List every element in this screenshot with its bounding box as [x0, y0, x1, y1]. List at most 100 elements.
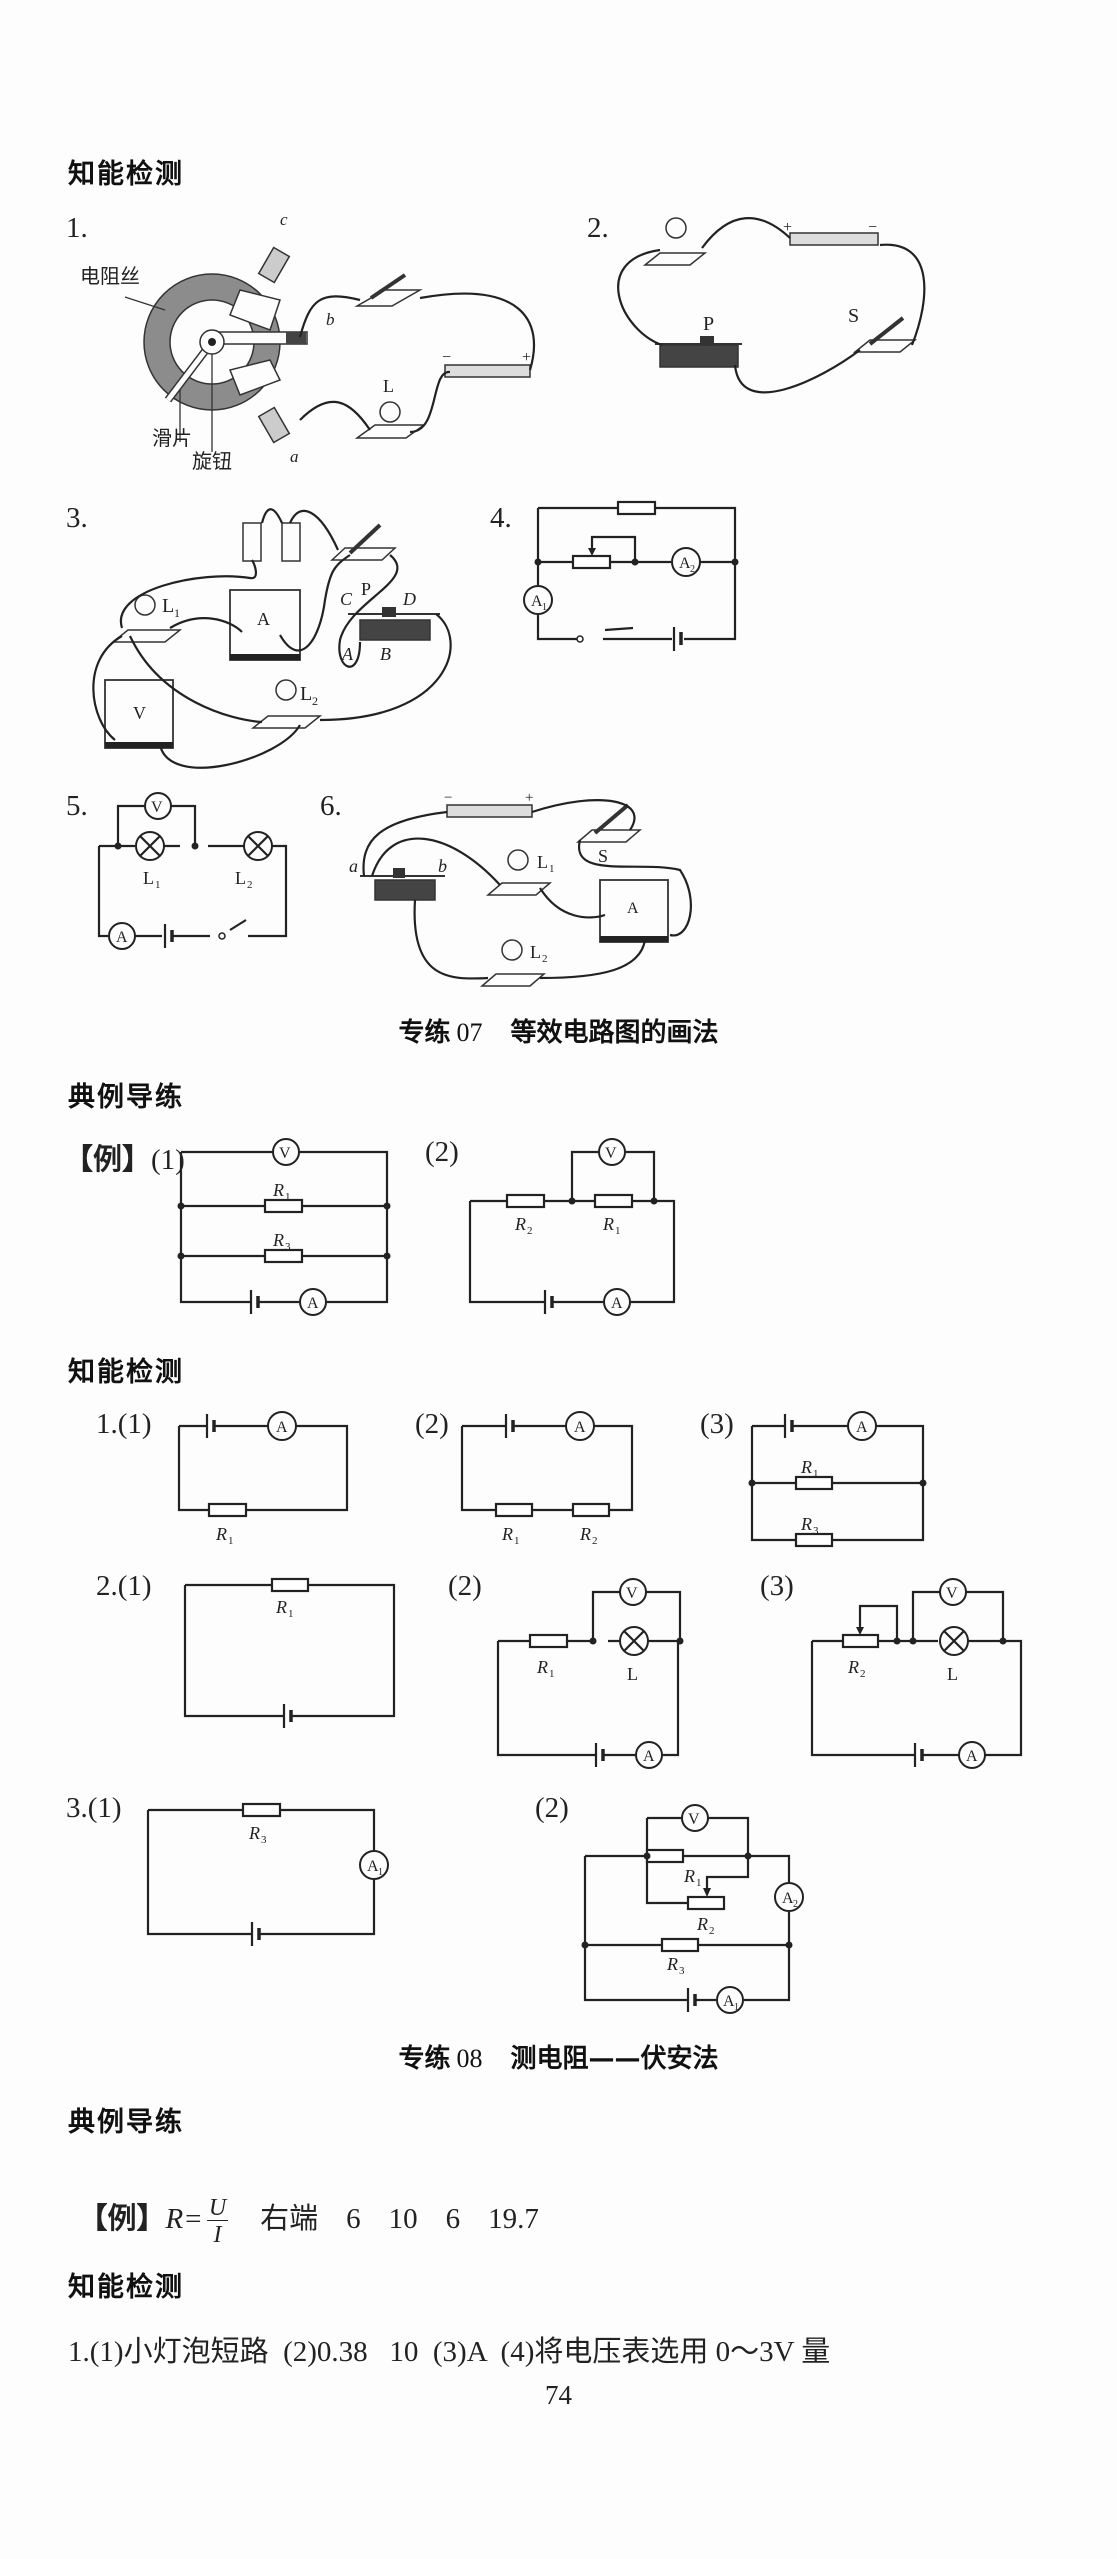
lamp-bulb [665, 217, 687, 239]
question-2-label: 2.(1) [96, 1570, 152, 1602]
voltmeter [619, 1578, 647, 1606]
svg-text:A: A [966, 1748, 978, 1765]
svg-text:2: 2 [709, 1925, 715, 1937]
voltmeter [681, 1804, 709, 1832]
svg-text:1: 1 [549, 863, 555, 875]
svg-text:2: 2 [690, 564, 695, 575]
label-B: B [380, 644, 391, 664]
question-number: 4. [490, 502, 512, 534]
ammeter-a2 [774, 1882, 804, 1912]
label-slider: 滑片 [152, 427, 192, 450]
lamp-board-l2 [479, 973, 547, 987]
ammeter [599, 879, 669, 943]
svg-text:A: A [531, 593, 543, 610]
svg-text:A: A [307, 1295, 319, 1312]
label-knob: 旋钮 [192, 450, 232, 473]
question-number: 6. [320, 790, 342, 822]
svg-text:L: L [235, 868, 246, 888]
q3-dual-lamp-circuit-figure: L 1 L 2 A V C P D A B [92, 508, 452, 769]
svg-text:A: A [116, 929, 128, 946]
svg-text:L: L [947, 1664, 958, 1684]
svg-text:b: b [438, 856, 447, 876]
svg-text:L: L [537, 852, 548, 872]
ammeter [229, 589, 301, 661]
voltmeter [272, 1138, 300, 1166]
ammeter-a2 [671, 547, 701, 577]
svg-text:V: V [688, 1811, 700, 1828]
label-plus: + [783, 219, 792, 236]
question-1-part-3: (3) [700, 1408, 734, 1440]
label-C: C [340, 589, 353, 609]
lamp-bulb-l2 [501, 939, 523, 961]
svg-text:R: R [847, 1657, 859, 1677]
svg-text:V: V [946, 1585, 958, 1602]
ammeter [847, 1411, 877, 1441]
svg-text:2: 2 [247, 879, 253, 891]
label-slider-p: P [703, 313, 714, 335]
svg-text:A: A [574, 1419, 586, 1436]
svg-text:R: R [272, 1230, 284, 1250]
question-1-part-2: (2) [415, 1408, 449, 1440]
label-ammeter: A [257, 609, 270, 629]
svg-text:3: 3 [261, 1834, 267, 1846]
svg-text:A: A [627, 900, 639, 917]
svg-text:L: L [627, 1664, 638, 1684]
svg-text:R: R [501, 1524, 513, 1544]
svg-text:A: A [856, 1419, 868, 1436]
svg-text:3: 3 [285, 1241, 291, 1253]
lamp-bulb-l1 [134, 594, 156, 616]
svg-text:A: A [367, 1858, 379, 1875]
svg-text:3: 3 [813, 1525, 819, 1537]
svg-text:1: 1 [696, 1877, 702, 1889]
question-3-label: 3.(1) [66, 1792, 122, 1824]
svg-text:1: 1 [378, 1867, 383, 1878]
q2-rheostat-circuit-figure: P S + − [617, 217, 926, 394]
label-P: P [361, 579, 371, 599]
question-number: 3. [66, 502, 88, 534]
lamp-board-l1 [485, 882, 553, 896]
check08-answer-1: 1.(1)小灯泡短路 (2)0.38 10 (3)A (4)将电压表选用 0～3… [68, 2336, 831, 2368]
lamp-bulb-l2 [275, 679, 297, 701]
label-lamp: L [383, 376, 394, 396]
svg-text:A: A [276, 1419, 288, 1436]
svg-text:A: A [643, 1748, 655, 1765]
svg-text:2: 2 [312, 694, 318, 708]
question-number: 5. [66, 790, 88, 822]
svg-text:2: 2 [527, 1225, 533, 1237]
q6-rheostat-ammeter-circuit: a b L 1 L 2 S A − + [349, 790, 692, 987]
question-1-label: 1.(1) [96, 1408, 152, 1440]
svg-text:A: A [679, 555, 691, 572]
label-minus: − [442, 349, 451, 366]
voltmeter [598, 1138, 626, 1166]
ammeter [267, 1411, 297, 1441]
terminal-c [257, 246, 291, 284]
label-minus: − [868, 219, 877, 236]
voltmeter [144, 792, 172, 820]
svg-text:V: V [605, 1145, 617, 1162]
svg-text:1: 1 [288, 1608, 294, 1620]
svg-text:1: 1 [228, 1535, 234, 1547]
section-heading-example-08: 典例导练 [68, 2107, 184, 2138]
question-number: 1. [66, 212, 88, 244]
battery-box [444, 364, 531, 378]
svg-text:R: R [579, 1524, 591, 1544]
svg-text:R: R [275, 1597, 287, 1617]
example-label: 【例】(1) [64, 1144, 185, 1176]
lamp-l [619, 1626, 649, 1656]
svg-text:2: 2 [793, 1899, 798, 1910]
label-A: A [341, 644, 354, 664]
svg-text:+: + [525, 790, 533, 806]
label-plus: + [522, 349, 531, 366]
section-heading-check-08: 知能检测 [68, 2272, 184, 2303]
ammeter-a1 [359, 1850, 389, 1880]
svg-text:R: R [536, 1657, 548, 1677]
lamp-board-l2 [250, 715, 323, 729]
rheostat [359, 619, 431, 641]
lamp-bulb-l1 [507, 849, 529, 871]
svg-text:1: 1 [734, 2002, 739, 2013]
svg-text:A: A [782, 1890, 794, 1907]
